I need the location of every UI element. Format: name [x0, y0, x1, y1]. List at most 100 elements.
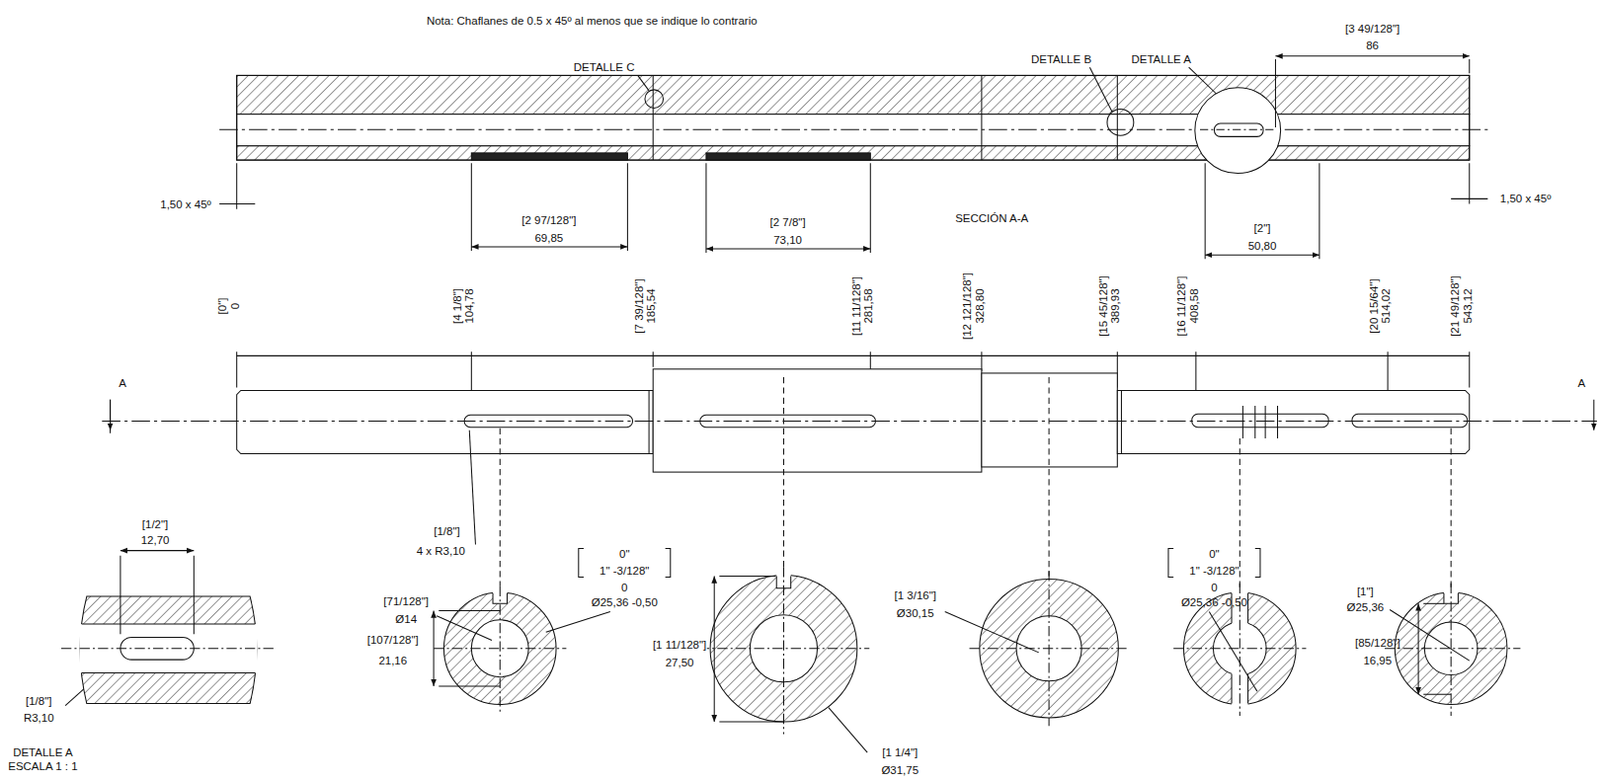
drawing-rect: [237, 146, 1470, 160]
drawing-g: [499, 377, 1451, 590]
drawing-line: [499, 428, 501, 587]
drawing-line: [237, 355, 1470, 357]
drawing-line: [438, 610, 500, 612]
drawing-line: [471, 245, 628, 247]
drawing-path: [665, 549, 671, 578]
radius-note: R3,10: [22, 712, 56, 725]
section-title: SECCIÓN A-A: [954, 212, 1030, 226]
section-marker: A: [1577, 377, 1588, 391]
drawing-line: [219, 203, 255, 205]
dimension-inch: [21 49/128"]: [1448, 274, 1462, 338]
dimension-mm: 27,50: [664, 656, 696, 670]
tolerance-inch: 0": [618, 547, 631, 560]
drawing-line: [1593, 400, 1595, 431]
drawing-path: [1117, 391, 1469, 455]
dimension-inch: [85/128"]: [1354, 636, 1402, 649]
drawing-line: [438, 685, 500, 687]
drawing-line: [828, 708, 868, 753]
diameter-mm: Ø31,75: [880, 763, 920, 777]
drawing-rect: [1192, 413, 1329, 427]
drawing-line: [652, 75, 654, 160]
drawing-line: [980, 351, 982, 372]
drawing-line: [1204, 162, 1206, 259]
drawing-line: [783, 566, 785, 734]
drawing-line: [1384, 647, 1520, 649]
drawing-line: [1423, 694, 1451, 696]
drawing-line: [61, 647, 276, 649]
dimension-inch: [4 1/8"]: [451, 287, 465, 325]
drawing-g: [1173, 583, 1306, 717]
drawing-g: [699, 566, 871, 734]
drawing-line: [1089, 67, 1113, 112]
dimension-mm: 514,02: [1379, 287, 1393, 324]
drawing-circle: [1107, 108, 1134, 136]
dimension-mm: 281,58: [862, 287, 876, 324]
drawing-line: [1208, 612, 1258, 693]
drawing-line: [499, 586, 501, 715]
drawing-rect: [237, 75, 1470, 160]
chamfer-note: 1,50 x 45º: [1499, 192, 1553, 206]
dimension-mm: 69,85: [533, 231, 564, 244]
drawing-line: [652, 351, 654, 367]
drawing-line: [81, 623, 256, 625]
dimension-inch: [0"]: [216, 296, 230, 316]
drawing-circle: [644, 89, 664, 109]
drawing-g: [969, 570, 1129, 726]
dimension-inch: [20 15/64"]: [1366, 277, 1380, 334]
drawing-line: [120, 550, 194, 552]
drawing-line: [714, 575, 716, 722]
drawing-rect: [237, 75, 1470, 114]
drawing-line: [1275, 59, 1277, 128]
dimension-inch: [1"]: [1356, 585, 1375, 599]
drawing-line: [945, 612, 1040, 653]
dimension-inch: [15 45/128"]: [1097, 274, 1111, 338]
diameter-mm: Ø30,15: [895, 606, 936, 620]
dimension-mm: 50,80: [1247, 240, 1279, 253]
drawing-rect: [706, 153, 871, 160]
drawing-g: [61, 56, 1598, 753]
drawing-line: [719, 575, 776, 577]
drawing-path: [1168, 549, 1174, 578]
dimension-inch: [71/128"]: [382, 595, 430, 609]
drawing-line: [433, 611, 435, 687]
drawing-line: [236, 351, 238, 388]
dimension-mm: 185,54: [644, 287, 658, 324]
drawing-line: [1318, 162, 1320, 259]
drawing-line: [219, 129, 1488, 131]
detail-title: DETALLE A: [11, 746, 75, 760]
drawing-line: [1277, 405, 1279, 439]
diameter-mm: Ø25,36 -0,50: [1180, 596, 1249, 610]
drawing-path: [237, 391, 654, 455]
drawing-line: [1048, 570, 1050, 726]
drawing-line: [81, 672, 256, 674]
tolerance-inch: 1" -3/128": [598, 564, 650, 578]
drawing-line: [1120, 391, 1122, 455]
drawing-line: [471, 162, 473, 251]
drawing-line: [109, 400, 111, 434]
drawing-line: [193, 556, 195, 636]
dimension-mm: 86: [1364, 39, 1380, 53]
tolerance-mm: 0: [1209, 580, 1218, 594]
dimension-mm: 16,95: [1361, 654, 1393, 668]
dimension-inch: [3 49/128"]: [1344, 22, 1401, 36]
drawing-line: [1423, 603, 1444, 605]
drawing-line: [1389, 610, 1470, 662]
drawing-line: [1254, 405, 1256, 439]
dimension-mm: 408,58: [1187, 287, 1200, 324]
dimension-inch: [1 11/128"]: [651, 638, 708, 651]
drawing-path: [80, 596, 257, 704]
drawing-line: [119, 556, 121, 636]
drawing-line: [101, 420, 1598, 422]
drawing-line: [109, 400, 111, 431]
dimension-inch: [1/2"]: [141, 517, 169, 531]
drawing-circle: [1195, 87, 1281, 174]
chamfer-note: 1,50 x 45º: [159, 197, 213, 211]
drawing-line: [546, 612, 611, 634]
scale-note: ESCALA 1 : 1: [6, 759, 79, 773]
detail-callout: DETALLE B: [1030, 53, 1093, 67]
dimension-mm: 21,16: [377, 654, 408, 668]
diameter-mm: Ø14: [394, 612, 418, 626]
tolerance-inch: 1" -3/128": [1188, 564, 1240, 578]
drawing-line: [783, 377, 785, 571]
